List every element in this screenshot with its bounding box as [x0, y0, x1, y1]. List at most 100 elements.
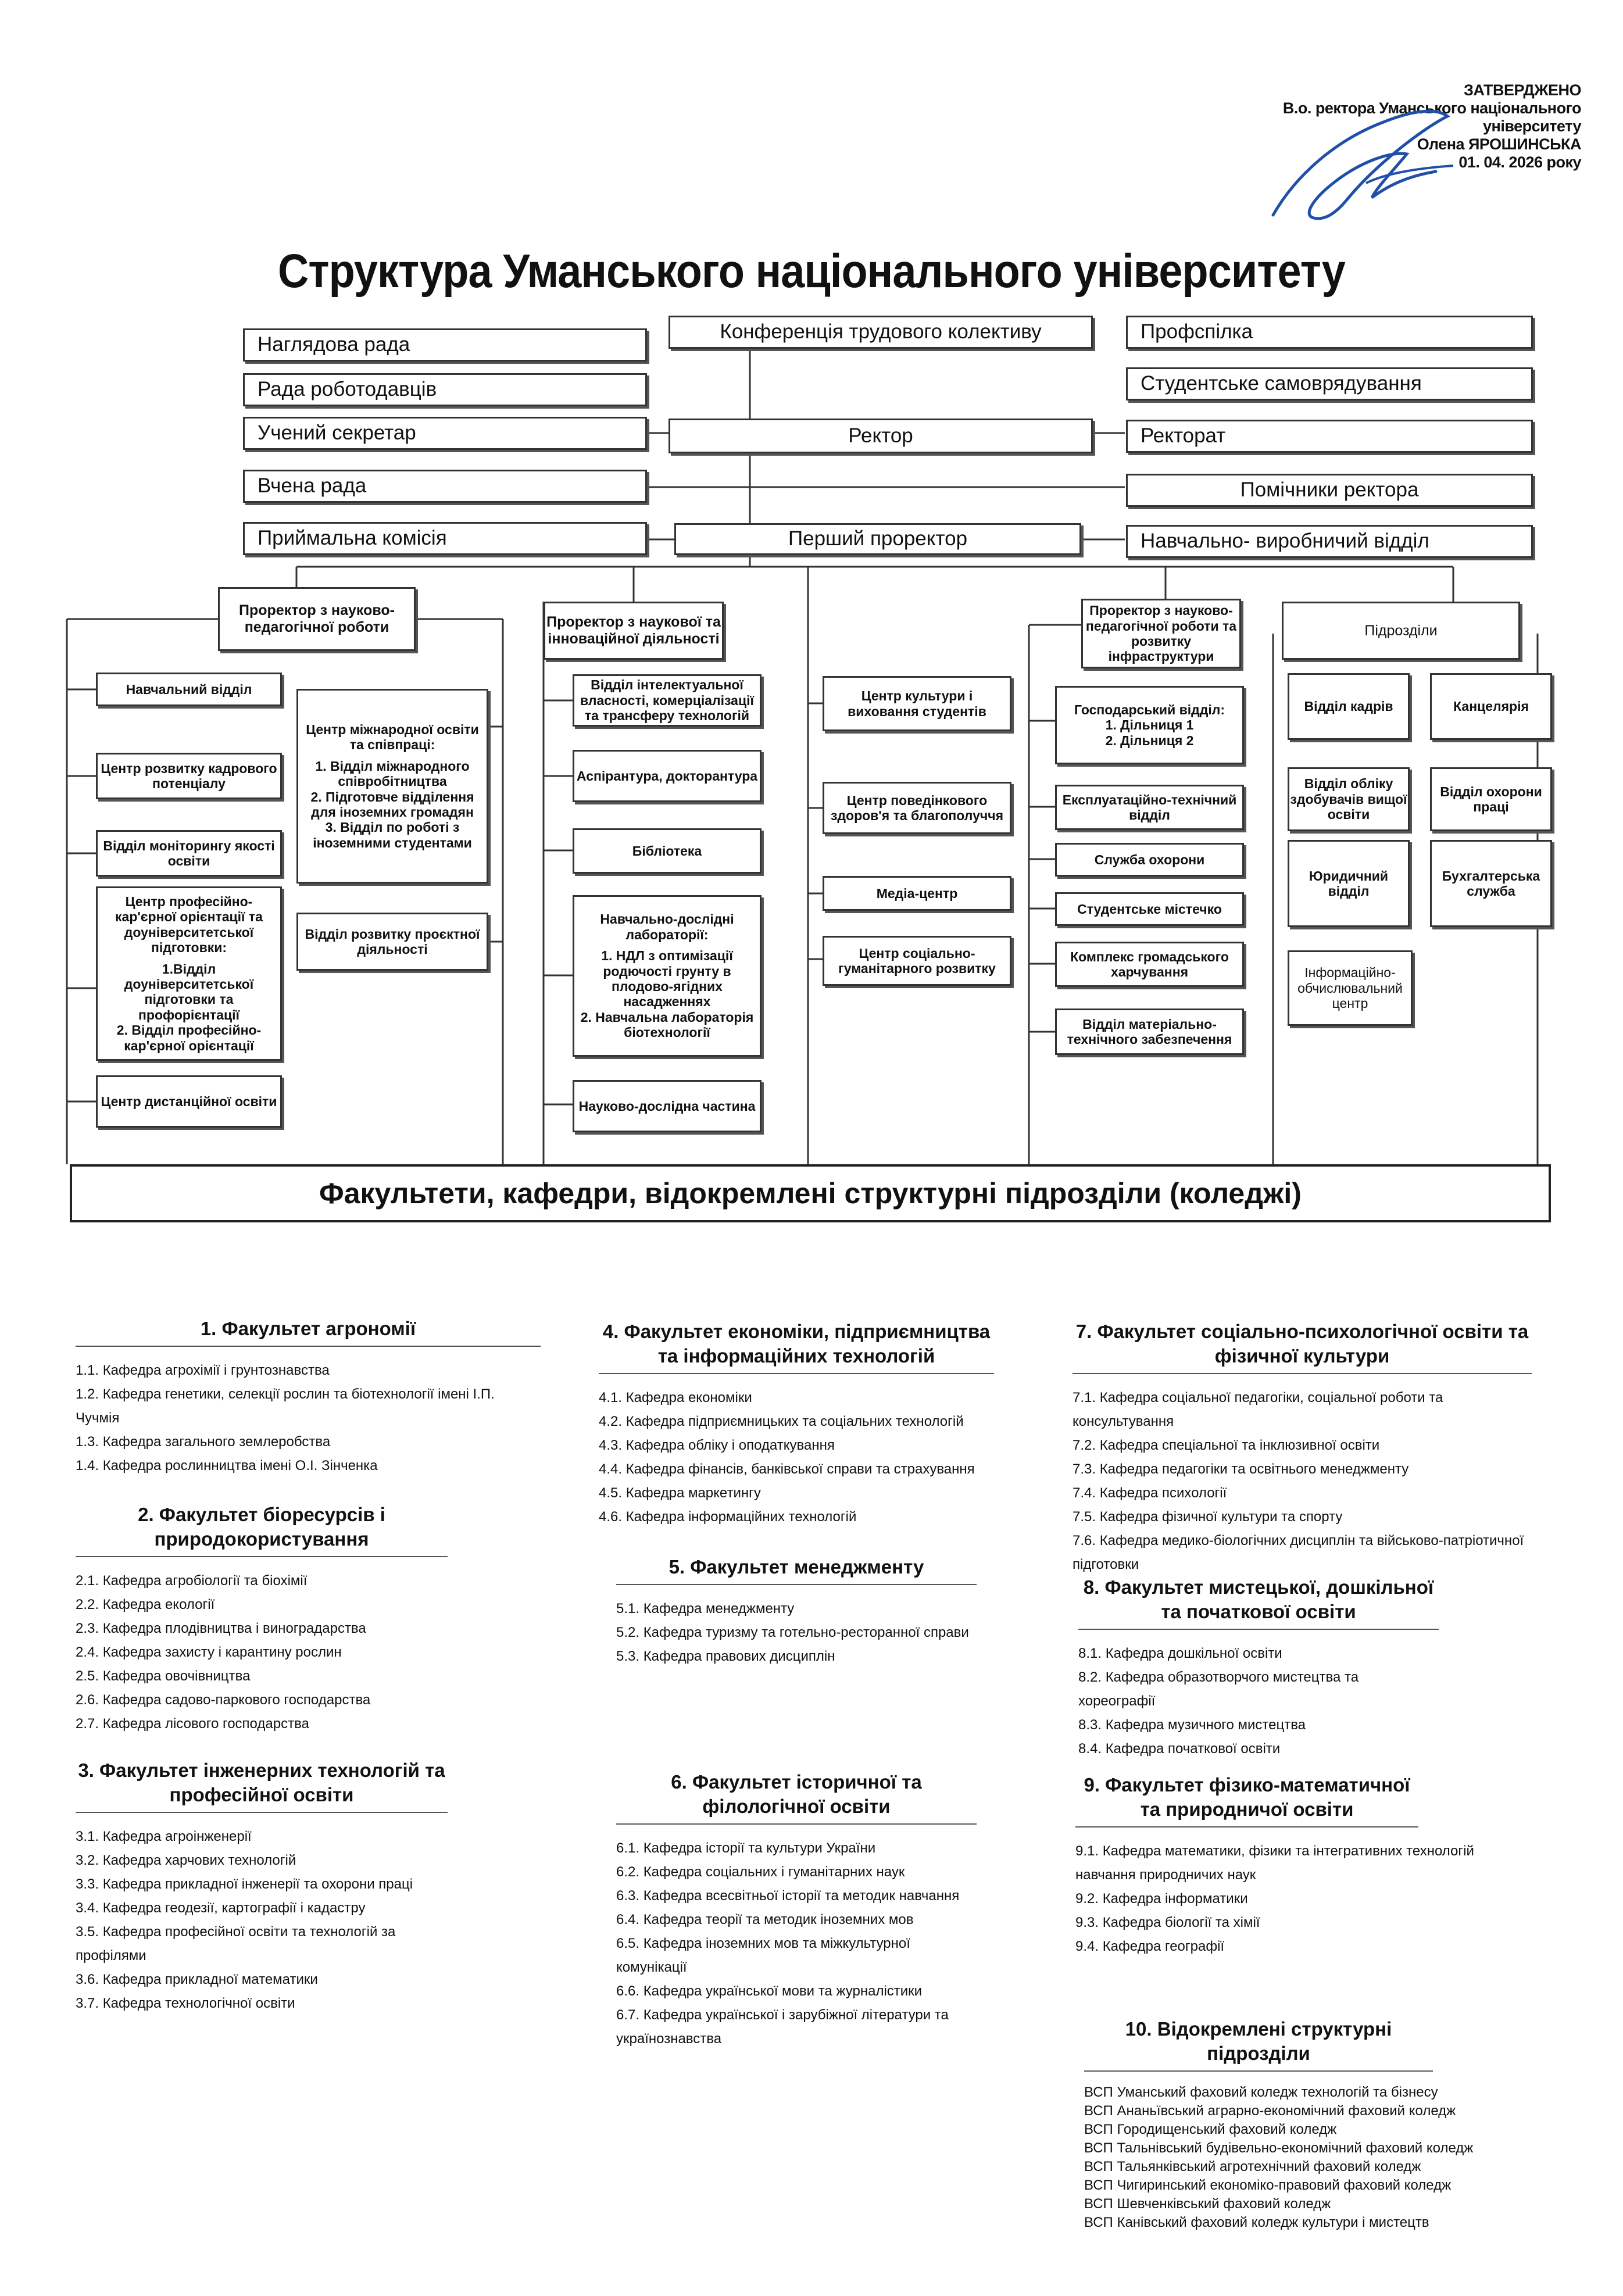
project-development-box[interactable]: Відділ розвитку проєктної діяльності	[296, 913, 488, 971]
department-item: 2.3. Кафедра плодівництва і виноградарст…	[76, 1621, 366, 1636]
research-unit-box[interactable]: Науково-дослідна частина	[573, 1080, 762, 1132]
department-item: 6.6. Кафедра української мови та журналі…	[616, 1983, 923, 1999]
department-item: 4.3. Кафедра обліку і оподаткування	[599, 1437, 835, 1453]
faculty-9: 9. Факультет фізико-математичної та прир…	[1075, 1773, 1477, 1958]
department-item: 3.7. Кафедра технологічної освіти	[76, 1995, 295, 2011]
career-orientation-center-box[interactable]: Центр професійно-кар'єрної орієнтації та…	[96, 886, 282, 1061]
faculty-title: 3. Факультет інженерних технологій та пр…	[76, 1758, 448, 1813]
college-item: ВСП Тальянківський агротехнічний фаховий…	[1084, 2159, 1421, 2175]
faculty-4: 4. Факультет економіки, підприємництва т…	[599, 1319, 994, 1529]
approval-university: університету	[1483, 117, 1582, 135]
media-center-box[interactable]: Медіа-центр	[823, 876, 1011, 911]
faculty-7: 7. Факультет соціально-психологічної осв…	[1073, 1319, 1532, 1576]
department-item: 3.4. Кафедра геодезії, картографії і кад…	[76, 1900, 366, 1916]
accounting-service-box[interactable]: Бухгалтерська служба	[1430, 840, 1552, 927]
legal-department-box[interactable]: Юридичний відділ	[1288, 840, 1410, 927]
wellbeing-center-box[interactable]: Центр поведінкового здоров'я та благопол…	[823, 782, 1011, 834]
approval-date: 01. 04. 2026 року	[1458, 153, 1581, 171]
employers-council-box[interactable]: Рада роботодавців	[243, 373, 647, 406]
logistics-department-box[interactable]: Відділ матеріально-технічного забезпечен…	[1055, 1008, 1244, 1055]
technical-department-box[interactable]: Експлуатаційно-технічний відділ	[1055, 785, 1244, 830]
distance-education-box[interactable]: Центр дистанційної освіти	[96, 1075, 282, 1128]
hr-development-center-box[interactable]: Центр розвитку кадрового потенціалу	[96, 753, 282, 799]
department-item: 2.2. Кафедра екології	[76, 1597, 215, 1612]
prorector-academic-box[interactable]: Проректор з науково-педагогічної роботи	[218, 587, 416, 651]
college-item: ВСП Тальнівський будівельно-економічний …	[1084, 2140, 1474, 2156]
first-prorector-box[interactable]: Перший проректор	[674, 523, 1081, 555]
computing-center-box[interactable]: Інформаційно-обчислювальний центр	[1288, 950, 1413, 1026]
department-item: 7.4. Кафедра психології	[1073, 1485, 1227, 1501]
postgraduate-box[interactable]: Аспірантура, докторантура	[573, 750, 762, 802]
department-item: 8.2. Кафедра образотворчого мистецтва та…	[1078, 1669, 1359, 1709]
rector-box[interactable]: Ректор	[668, 419, 1093, 453]
catering-complex-box[interactable]: Комплекс громадського харчування	[1055, 942, 1244, 987]
college-item: ВСП Городищенський фаховий коледж	[1084, 2122, 1337, 2137]
library-box[interactable]: Бібліотека	[573, 828, 762, 874]
department-item: 4.6. Кафедра інформаційних технологій	[599, 1509, 857, 1525]
labs-title: Навчально-дослідні лабораторії:	[600, 911, 734, 942]
trade-union-box[interactable]: Профспілка	[1126, 316, 1533, 349]
faculty-title: 9. Факультет фізико-математичної та прир…	[1075, 1773, 1418, 1827]
labor-conference-box[interactable]: Конференція трудового колективу	[668, 316, 1093, 349]
department-item: 9.3. Кафедра біології та хімії	[1075, 1915, 1260, 1930]
department-item: 8.4. Кафедра початкової освіти	[1078, 1741, 1281, 1757]
department-item: 2.1. Кафедра агробіології та біохімії	[76, 1573, 308, 1589]
faculty-title: 10. Відокремлені структурні підрозділи	[1084, 2017, 1433, 2072]
department-item: 9.2. Кафедра інформатики	[1075, 1891, 1248, 1907]
household-department-box[interactable]: Господарський відділ: 1. Дільниця 1 2. Д…	[1055, 686, 1244, 764]
academic-council-box[interactable]: Вчена рада	[243, 470, 647, 503]
prorector-infrastructure-box[interactable]: Проректор з науково-педагогічної роботи …	[1081, 599, 1241, 668]
culture-center-box[interactable]: Центр культури і виховання студентів	[823, 676, 1011, 731]
household-item: 2. Дільниця 2	[1105, 732, 1194, 748]
faculty-title: 6. Факультет історичної та філологічної …	[616, 1770, 977, 1825]
approval-position: В.о. ректора Уманського національного	[1282, 99, 1582, 117]
department-item: 6.5. Кафедра іноземних мов та міжкультур…	[616, 1936, 910, 1975]
department-item: 2.7. Кафедра лісового господарства	[76, 1716, 309, 1732]
department-item: 1.3. Кафедра загального землеробства	[76, 1434, 331, 1450]
social-humanitarian-center-box[interactable]: Центр соціально-гуманітарного розвитку	[823, 936, 1011, 986]
hr-department-box[interactable]: Відділ кадрів	[1288, 673, 1410, 740]
college-item: ВСП Чигиринський економіко-правовий фахо…	[1084, 2177, 1452, 2193]
intl-center-item: 2. Підготовче відділення для іноземних г…	[310, 789, 474, 820]
student-records-box[interactable]: Відділ обліку здобувачів вищої освіти	[1288, 767, 1410, 831]
intellectual-property-box[interactable]: Відділ інтелектуальної власності, комерц…	[573, 674, 762, 727]
student-government-box[interactable]: Студентське самоврядування	[1126, 367, 1533, 400]
faculty-5: 5. Факультет менеджменту 5.1. Кафедра ме…	[616, 1555, 977, 1668]
department-item: 6.1. Кафедра історії та культури України	[616, 1840, 876, 1856]
rector-assistants-box[interactable]: Помічники ректора	[1126, 474, 1533, 507]
department-item: 6.4. Кафедра теорії та методик іноземних…	[616, 1912, 914, 1927]
chancellery-box[interactable]: Канцелярія	[1430, 673, 1552, 740]
department-item: 3.5. Кафедра професійної освіти та техно…	[76, 1924, 396, 1964]
department-item: 5.3. Кафедра правових дисциплін	[616, 1648, 835, 1664]
labs-item: 1. НДЛ з оптимізації родючості грунту в …	[601, 948, 733, 1010]
approval-heading: ЗАТВЕРДЖЕНО	[1463, 81, 1582, 99]
department-item: 2.6. Кафедра садово-паркового господарст…	[76, 1692, 371, 1708]
department-item: 1.2. Кафедра генетики, селекції рослин т…	[76, 1386, 495, 1426]
rectorate-box[interactable]: Ректорат	[1126, 420, 1533, 453]
international-education-box[interactable]: Центр міжнародної освіти та співпраці: 1…	[296, 689, 488, 884]
faculty-title: 7. Факультет соціально-психологічної осв…	[1073, 1319, 1532, 1374]
quality-monitoring-box[interactable]: Відділ моніторингу якості освіти	[96, 830, 282, 877]
department-item: 7.6. Кафедра медико-біологічних дисциплі…	[1073, 1533, 1524, 1572]
college-item: ВСП Уманський фаховий коледж технологій …	[1084, 2084, 1438, 2100]
student-campus-box[interactable]: Студентське містечко	[1055, 892, 1244, 926]
labor-protection-box[interactable]: Відділ охорони праці	[1430, 767, 1552, 831]
department-item: 6.2. Кафедра соціальних і гуманітарних н…	[616, 1864, 905, 1880]
security-service-box[interactable]: Служба охорони	[1055, 843, 1244, 877]
supervisory-board-box[interactable]: Наглядова рада	[243, 328, 647, 362]
separate-units: 10. Відокремлені структурні підрозділи В…	[1084, 2017, 1485, 2232]
units-header-box[interactable]: Підрозділи	[1282, 602, 1520, 660]
academic-secretary-box[interactable]: Учений секретар	[243, 417, 647, 450]
faculty-3: 3. Факультет інженерних технологій та пр…	[76, 1758, 448, 2015]
department-item: 8.1. Кафедра дошкільної освіти	[1078, 1646, 1282, 1661]
department-item: 7.3. Кафедра педагогіки та освітнього ме…	[1073, 1461, 1409, 1477]
academic-department-box[interactable]: Навчальний відділ	[96, 673, 282, 706]
college-item: ВСП Канівський фаховий коледж культури і…	[1084, 2215, 1429, 2230]
career-center-item: 2. Відділ професійно-кар'єрної орієнтаці…	[116, 1022, 262, 1053]
department-item: 9.1. Кафедра математики, фізики та інтег…	[1075, 1843, 1474, 1883]
production-department-box[interactable]: Навчально- виробничий відділ	[1126, 525, 1533, 558]
department-item: 3.6. Кафедра прикладної математики	[76, 1972, 318, 1987]
research-labs-box[interactable]: Навчально-дослідні лабораторії: 1. НДЛ з…	[573, 895, 762, 1057]
prorector-research-box[interactable]: Проректор з наукової та інноваційної дія…	[544, 602, 724, 660]
admission-committee-box[interactable]: Приймальна комісія	[243, 522, 647, 555]
